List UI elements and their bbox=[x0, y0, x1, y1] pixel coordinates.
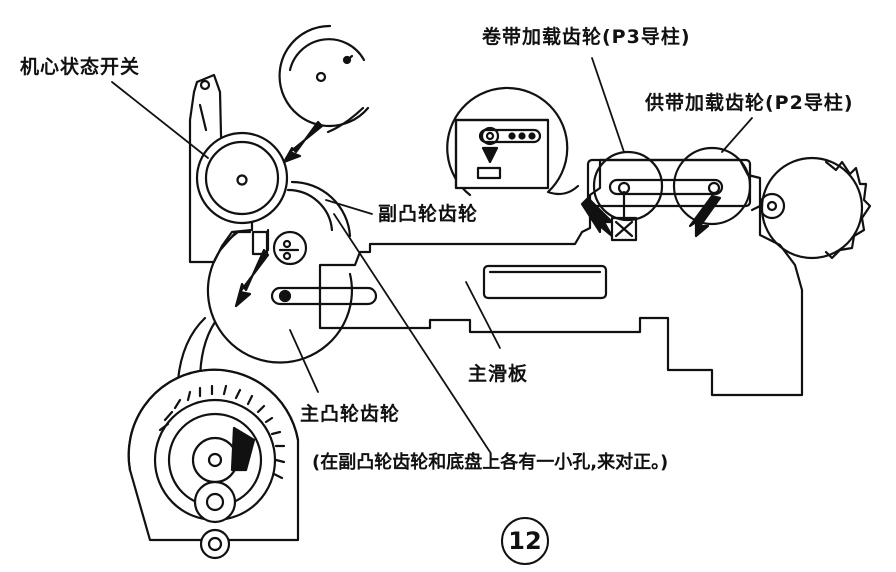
takeup-loading-gear-label: 卷带加载齿轮(P3导柱) bbox=[482, 26, 691, 48]
supply-loading-gear-label: 供带加载齿轮(P2导柱) bbox=[645, 92, 854, 114]
guide-detail-inset bbox=[446, 86, 580, 197]
page-number: 12 bbox=[501, 517, 549, 565]
alignment-note: (在副凸轮齿轮和底盘上各有一小孔,来对正。) bbox=[312, 452, 669, 473]
leader-lines bbox=[111, 57, 753, 453]
loading-gears-plate bbox=[586, 146, 752, 242]
main-cam-detail-inset bbox=[127, 316, 300, 560]
switch-detail-inset bbox=[278, 24, 370, 134]
main-slide-label: 主滑板 bbox=[468, 363, 529, 385]
mode-switch-gear bbox=[195, 131, 289, 225]
mode-switch-bracket bbox=[188, 73, 254, 264]
sub-cam-gear-label: 副凸轮齿轮 bbox=[378, 203, 479, 225]
mode-switch-label: 机心状态开关 bbox=[20, 56, 141, 78]
pointer-arrows bbox=[234, 120, 722, 308]
right-reel-gear bbox=[750, 156, 872, 260]
main-cam-gear bbox=[206, 228, 353, 364]
sub-cam-gear bbox=[272, 180, 352, 266]
main-cam-gear-label: 主凸轮齿轮 bbox=[300, 403, 401, 425]
